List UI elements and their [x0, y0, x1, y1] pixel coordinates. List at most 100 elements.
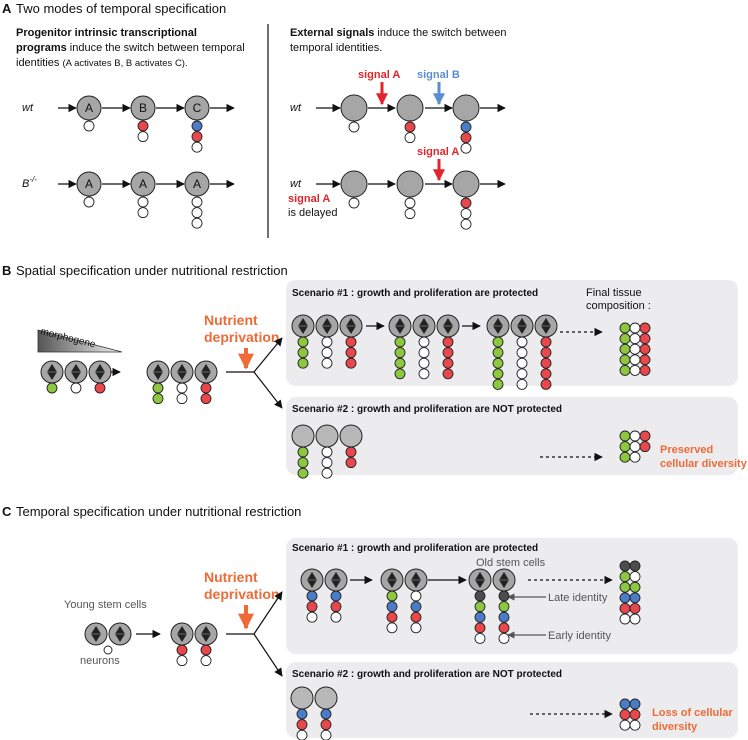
c-final2-col0-2 [619, 719, 631, 731]
early-identity-label: Early identity [548, 630, 611, 642]
b-initial-col2-0 [94, 382, 106, 394]
b-final1-col1-4 [629, 364, 641, 376]
b-s1c-col0-1 [492, 347, 504, 359]
b-s1c-col2-0 [540, 336, 552, 348]
c-final1-col0-2 [619, 581, 631, 593]
left-heading-rest2: induce the switch between temporal [67, 42, 245, 54]
b-s1c-col2-3 [540, 368, 552, 380]
a-right-r1-stem-0 [340, 94, 368, 122]
b-nutrient-1: Nutrient [204, 312, 258, 328]
a-left-r2-col2-2 [191, 217, 203, 229]
a-left-r2-col2-1 [191, 207, 203, 219]
b-branch-up [253, 337, 283, 373]
b-s2-stem-2 [339, 424, 363, 448]
b-s1a-col2-1 [345, 347, 357, 359]
b-s1c-col0-4 [492, 378, 504, 390]
b-post-col2-0 [200, 382, 212, 394]
c-final2-col1-1 [629, 709, 641, 721]
b-s1c-col2-4 [540, 378, 552, 390]
b-s1c-col1-1 [516, 347, 528, 359]
b-final1-col0-0 [619, 322, 631, 334]
a-left-r2-stem-0 [76, 171, 102, 197]
right-heading-rest1: induce the switch between [374, 27, 506, 39]
b-final2-col0-0 [619, 430, 631, 442]
b-s1b-col0-0 [394, 336, 406, 348]
b-s1c-col1-4 [516, 378, 528, 390]
a-left-r2-stem-1 [130, 171, 156, 197]
b-preserved-2: cellular diversity [660, 458, 748, 470]
c-final2-col1-0 [629, 698, 641, 710]
c-loss-1: Loss of cellular [652, 707, 733, 719]
b-final1-col2-4 [639, 364, 651, 376]
b-s1c-col0-2 [492, 357, 504, 369]
right-heading-bold: External signals [290, 27, 374, 39]
b-s1a-col0-1 [297, 347, 309, 359]
b-s2-stem-0 [291, 424, 315, 448]
c-s2-stem-1 [314, 686, 338, 710]
c-s1c-col1-4 [498, 632, 510, 644]
b-s1c-col1-2 [516, 357, 528, 369]
c-nutrient-1: Nutrient [204, 569, 258, 585]
b-s1c-col1-0 [516, 336, 528, 348]
c-final1-col1-0 [629, 560, 641, 572]
left-heading-small3: (A activates B, B activates C). [62, 58, 187, 69]
a-right-r1-col1-1 [404, 132, 416, 144]
a-left-r1-stem-2 [184, 95, 210, 121]
b-final1-col1-1 [629, 333, 641, 345]
b-final1-col2-3 [639, 354, 651, 366]
a-left-r2-col2-0 [191, 196, 203, 208]
b-final1-col0-4 [619, 364, 631, 376]
c-s2-col0-1 [296, 719, 308, 731]
c-s2-col0-0 [296, 708, 308, 720]
c-post-col0-0 [176, 644, 188, 656]
c-branch-up [253, 591, 283, 635]
panel-a-letter: A [2, 1, 12, 16]
a-right-r2-col0-0 [348, 197, 360, 209]
b-s2-col2-1 [345, 457, 357, 469]
c-s1b-col1-0 [410, 590, 422, 602]
b-s1b-col1-0 [418, 336, 430, 348]
a-left-r1-col1-0 [137, 120, 149, 132]
b-s1b-col2-2 [442, 357, 454, 369]
a-left-r2-letter-0: A [85, 177, 93, 191]
c-final1-col1-5 [629, 613, 641, 625]
b-s1a-col1-0 [321, 336, 333, 348]
right-heading-line2: temporal identities. [290, 42, 382, 54]
b-final1-col0-1 [619, 333, 631, 345]
b-s1b-col1-1 [418, 347, 430, 359]
c-cells [84, 560, 641, 740]
a-right-r2-col1-1 [404, 208, 416, 220]
b-final1-col1-0 [629, 322, 641, 334]
b-final1-col1-3 [629, 354, 641, 366]
a-right-r1-col1-0 [404, 121, 416, 133]
c-s1b-col1-3 [410, 622, 422, 634]
c-s2-col0-2 [296, 729, 308, 740]
c-branch-down [253, 633, 283, 677]
a-left-r1-col2-1 [191, 131, 203, 143]
right-row1-label: wt [290, 102, 302, 114]
right-stem-cells [340, 94, 480, 230]
b-s1a-col0-0 [297, 336, 309, 348]
c-s1a-col0-1 [306, 601, 318, 613]
b-s1b-col0-1 [394, 347, 406, 359]
c-s1c-col1-2 [498, 611, 510, 623]
b-s1a-col1-1 [321, 347, 333, 359]
c-s1b-col0-0 [386, 590, 398, 602]
a-right-r1-stem-2 [452, 94, 480, 122]
a-right-r1-stem-1 [396, 94, 424, 122]
b-s1b-col0-3 [394, 368, 406, 380]
a-right-r2-col2-2 [460, 218, 472, 230]
c-s1b-col1-1 [410, 601, 422, 613]
a-right-r2-stem-1 [396, 170, 424, 198]
c-s1c-col0-2 [474, 611, 486, 623]
young-stem-label: Young stem cells [64, 599, 147, 611]
a-right-r1-col2-1 [460, 132, 472, 144]
c-final1-col1-1 [629, 571, 641, 583]
c-s1b-col0-1 [386, 601, 398, 613]
old-stem-label: Old stem cells [476, 557, 546, 569]
a-right-r1-col2-2 [460, 142, 472, 154]
b-post-col2-1 [200, 393, 212, 405]
c-s1a-col0-0 [306, 590, 318, 602]
